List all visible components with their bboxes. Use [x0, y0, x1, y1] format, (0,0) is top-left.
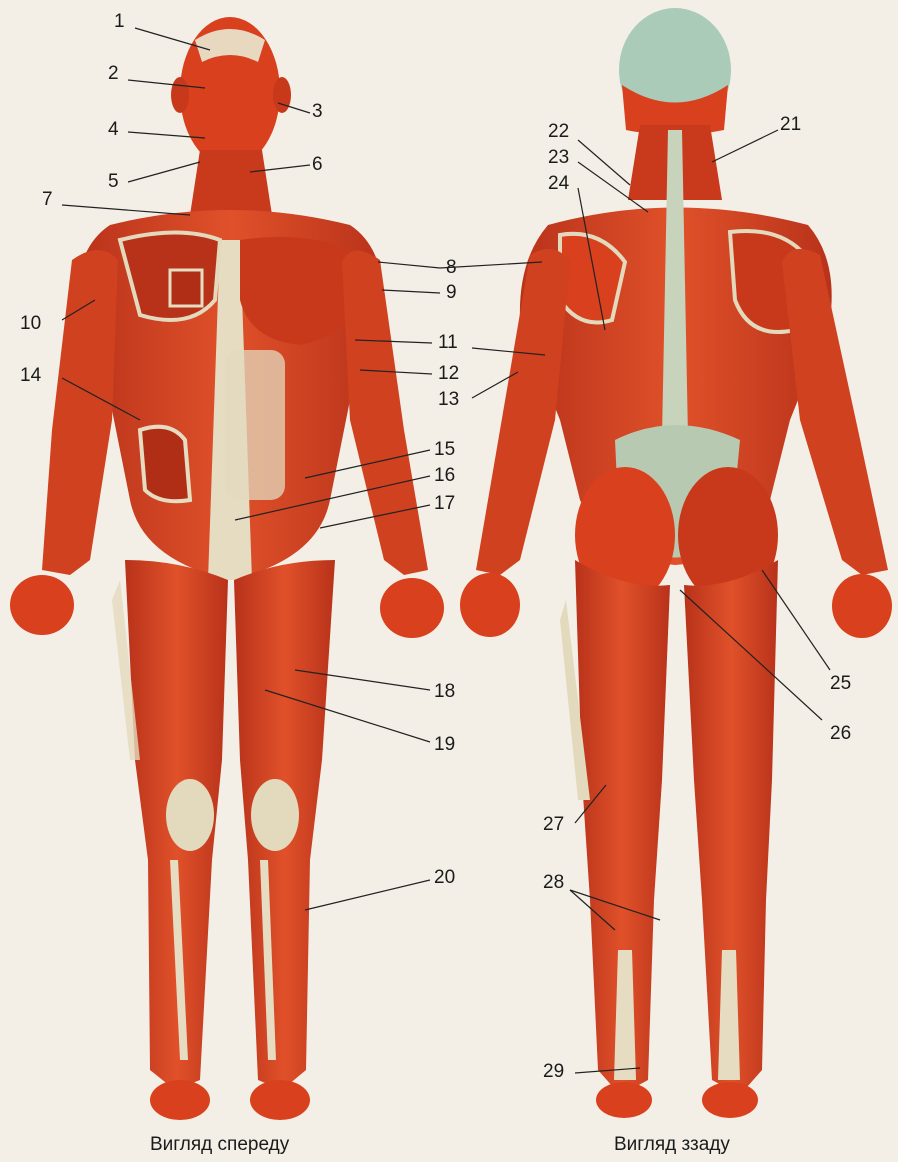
front-neck: [190, 150, 272, 215]
label-5: 5: [108, 172, 119, 192]
back-hand-left-side: [460, 573, 520, 637]
leader-line-7: [62, 205, 190, 215]
label-15: 15: [434, 440, 455, 460]
label-13: 13: [438, 390, 459, 410]
front-arm-right-side: [42, 250, 118, 575]
label-23: 23: [548, 148, 569, 168]
front-knee-right-side: [166, 779, 214, 851]
front-hand-left-side: [380, 578, 444, 638]
back-heel-right-side: [702, 1082, 758, 1118]
label-26: 26: [830, 724, 851, 744]
leader-line-8: [378, 262, 440, 268]
leader-line-22: [578, 140, 630, 185]
front-cut-block-upper: [170, 270, 202, 306]
front-ear-right: [273, 77, 291, 113]
label-21: 21: [780, 115, 801, 135]
back-arm-right-side: [782, 249, 888, 575]
label-22: 22: [548, 122, 569, 142]
front-foot-left-side: [250, 1080, 310, 1120]
front-hand-right-side: [10, 575, 74, 635]
label-7: 7: [42, 190, 53, 210]
label-12: 12: [438, 364, 459, 384]
label-27: 27: [543, 815, 564, 835]
leader-line-5: [128, 162, 200, 182]
leader-line-9: [382, 290, 440, 293]
back-view-figure: [460, 8, 892, 1118]
label-29: 29: [543, 1062, 564, 1082]
front-cut-block-lower: [140, 427, 190, 502]
front-foot-right-side: [150, 1080, 210, 1120]
label-24: 24: [548, 174, 569, 194]
front-ear-left: [171, 77, 189, 113]
label-16: 16: [434, 466, 455, 486]
front-view-figure: [10, 17, 444, 1120]
label-25: 25: [830, 674, 851, 694]
back-arm-left-side: [476, 249, 570, 575]
label-9: 9: [446, 283, 457, 303]
label-8: 8: [446, 258, 457, 278]
label-10: 10: [20, 314, 41, 334]
label-18: 18: [434, 682, 455, 702]
label-4: 4: [108, 120, 119, 140]
caption-front-view: Вигляд спереду: [150, 1134, 289, 1156]
front-abdomen-tendon: [225, 350, 285, 500]
label-19: 19: [434, 735, 455, 755]
caption-back-view: Вигляд ззаду: [614, 1134, 730, 1156]
front-knee-left-side: [251, 779, 299, 851]
leader-line-20: [305, 880, 430, 910]
label-14: 14: [20, 366, 41, 386]
leader-line-21: [712, 130, 778, 162]
label-11: 11: [438, 333, 458, 353]
label-6: 6: [312, 155, 323, 175]
label-3: 3: [312, 102, 323, 122]
label-1: 1: [114, 12, 125, 32]
front-arm-left-side: [342, 250, 428, 575]
label-20: 20: [434, 868, 455, 888]
label-17: 17: [434, 494, 455, 514]
back-heel-left-side: [596, 1082, 652, 1118]
label-28: 28: [543, 873, 564, 893]
back-hand-right-side: [832, 574, 892, 638]
label-2: 2: [108, 64, 119, 84]
